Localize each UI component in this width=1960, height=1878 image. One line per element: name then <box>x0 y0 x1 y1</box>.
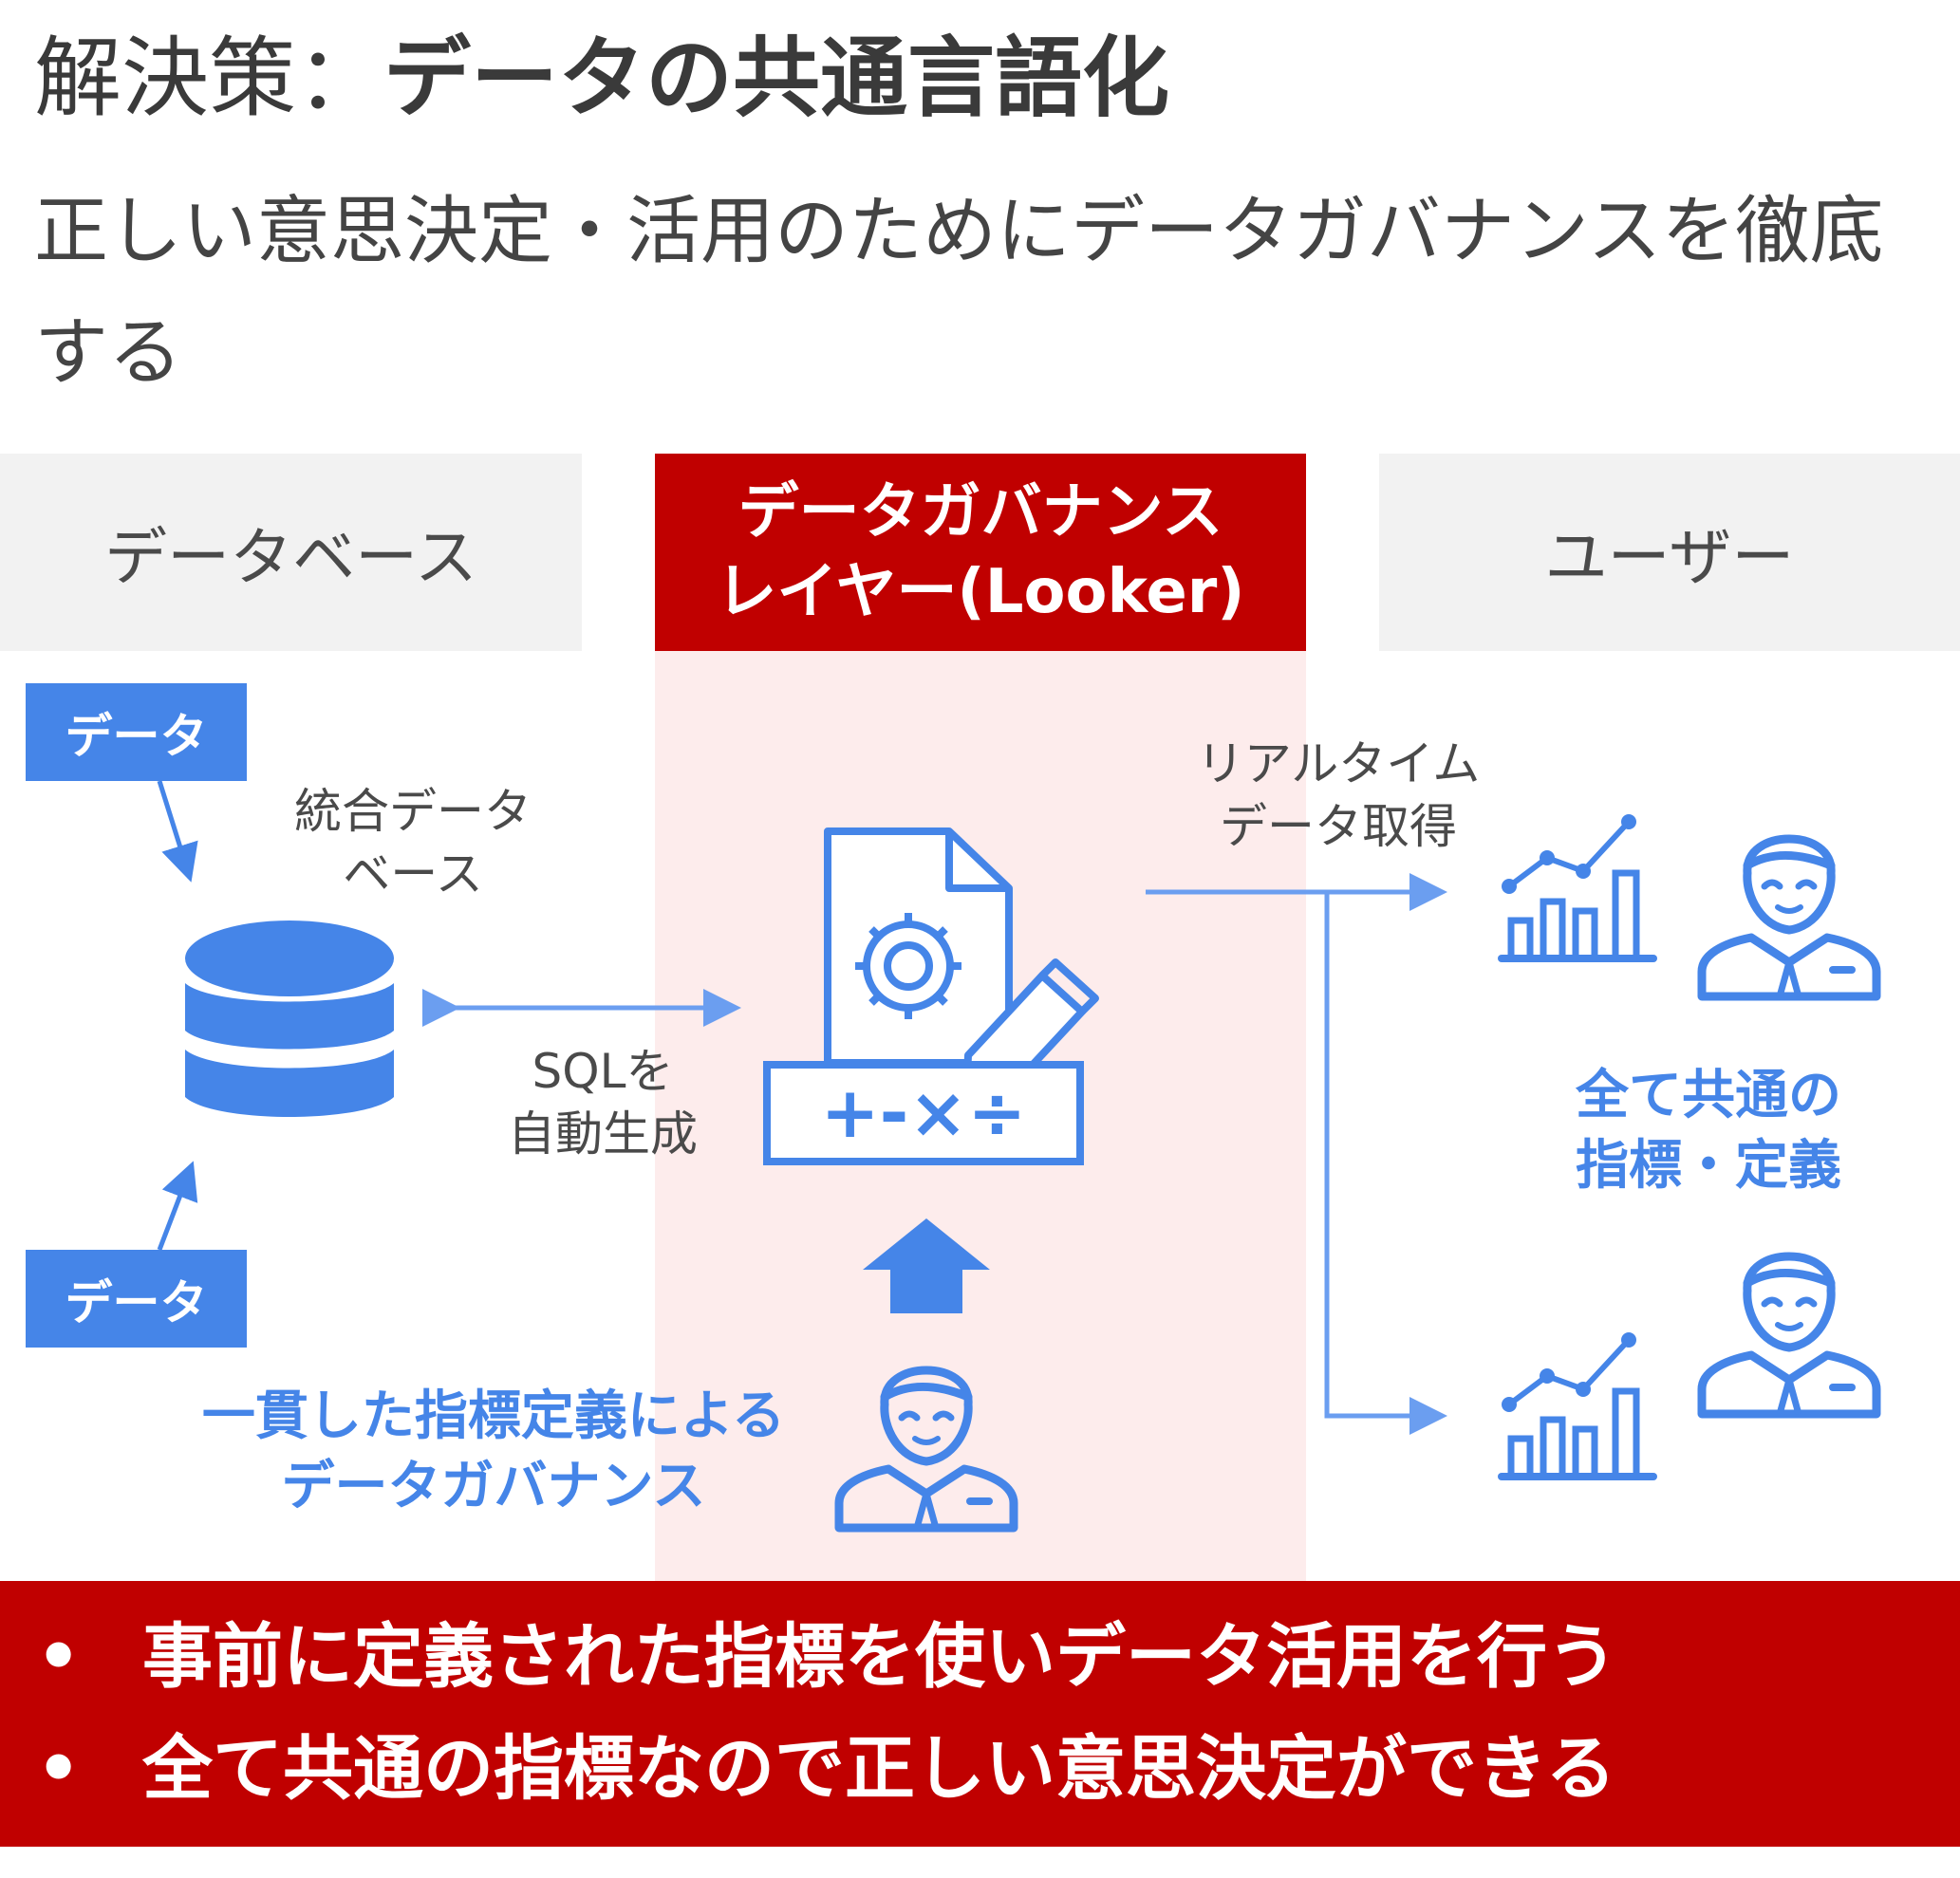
common-metrics-label-line1: 全て共通の <box>1576 1065 1841 1126</box>
column-header-users: ユーザー <box>1379 454 1960 651</box>
calculator-symbols: +-×÷ <box>821 1072 1027 1154</box>
realtime-branch-arrows <box>1146 873 1447 1435</box>
bullet: • <box>36 1728 82 1810</box>
title-prefix: 解決策： <box>34 28 384 129</box>
person-icon <box>1702 839 1876 996</box>
bar-chart-icon <box>1502 1332 1653 1477</box>
database-icon <box>185 920 394 1117</box>
governance-label: 一貫した指標定義による データガバナンス <box>142 1382 845 1522</box>
governance-label-line1: 一貫した指標定義による <box>201 1385 786 1447</box>
up-arrow-icon <box>863 1218 990 1313</box>
column-header-looker-line1: データガバナンス <box>737 477 1223 548</box>
summary-point-1: • 事前に定義された指標を使いデータ活用を行う <box>28 1609 1617 1704</box>
common-metrics-label: 全て共通の 指標・定義 <box>1519 1061 1898 1201</box>
column-header-looker-line2: レイヤー(Looker) <box>716 557 1245 627</box>
arrow-data-top-to-db <box>157 780 198 883</box>
realtime-label-line1: リアルタイム <box>1196 736 1481 791</box>
person-icon <box>1702 1256 1876 1414</box>
integrated-db-label: 統合データ ベース <box>256 780 569 905</box>
person-icon <box>839 1370 1014 1528</box>
data-tag-top-label: データ <box>65 708 208 764</box>
realtime-label-line2: データ取得 <box>1220 799 1457 854</box>
sql-generation-label-line1: SQLを <box>532 1044 674 1099</box>
page-subtitle: 正しい意思決定・活用のためにデータガバナンスを徹底する <box>34 189 1884 396</box>
page-title: 解決策：データの共通言語化 <box>34 17 1169 140</box>
data-tag-bottom-label: データ <box>65 1274 208 1330</box>
integrated-db-label-line1: 統合データ <box>294 784 532 839</box>
summary-banner: • 事前に定義された指標を使いデータ活用を行う • 全て共通の指標なので正しい意… <box>0 1581 1960 1847</box>
sql-generation-label-line2: 自動生成 <box>508 1106 698 1162</box>
data-tag-top: データ <box>26 683 247 781</box>
realtime-label: リアルタイム データ取得 <box>1158 733 1519 858</box>
calculator-icon <box>763 1061 1084 1165</box>
title-main: データの共通言語化 <box>383 28 1170 129</box>
governance-label-line2: データガバナンス <box>281 1456 706 1517</box>
bar-chart-icon <box>1502 814 1653 958</box>
document-gear-icon <box>824 827 1013 1067</box>
summary-point-2: • 全て共通の指標なので正しい意思決定ができる <box>28 1721 1616 1816</box>
data-tag-bottom: データ <box>26 1250 247 1348</box>
column-header-looker: データガバナンス レイヤー(Looker) <box>655 454 1306 651</box>
summary-point-1-text: 事前に定義された指標を使いデータ活用を行う <box>142 1616 1617 1698</box>
summary-point-2-text: 全て共通の指標なので正しい意思決定ができる <box>142 1728 1616 1810</box>
common-metrics-label-line2: 指標・定義 <box>1576 1135 1841 1197</box>
column-header-users-label: ユーザー <box>1544 521 1795 594</box>
column-header-database: データベース <box>0 454 582 651</box>
integrated-db-label-line2: ベース <box>343 846 483 902</box>
bullet: • <box>36 1616 82 1698</box>
arrow-data-bottom-to-db <box>157 1161 198 1251</box>
sql-generation-label: SQLを 自動生成 <box>475 1040 731 1165</box>
column-header-database-label: データベース <box>104 521 477 594</box>
